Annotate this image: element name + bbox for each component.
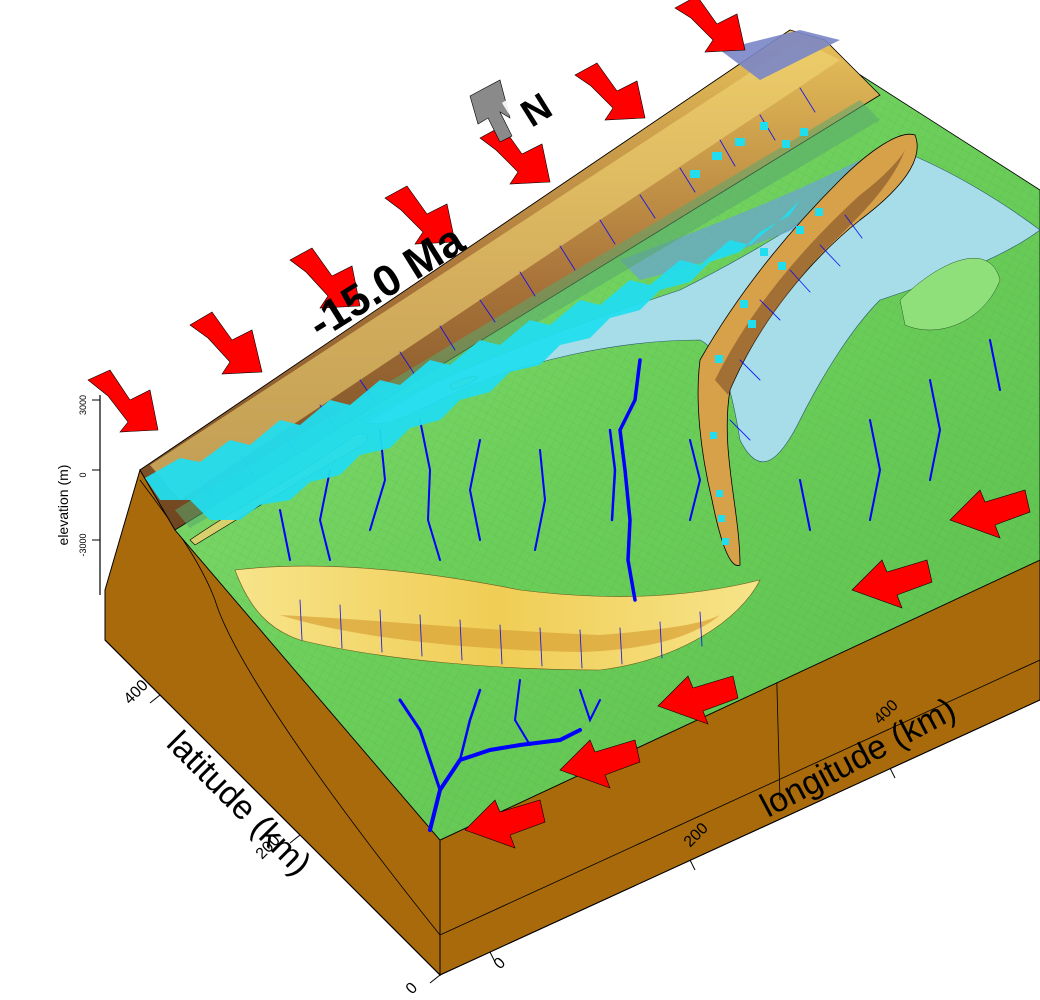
elevation-tick-label: -3000 [78, 533, 88, 556]
vent [710, 432, 717, 439]
block-side-layer-line [439, 659, 1040, 936]
coastal-range-crest [150, 40, 840, 500]
convergence-arrow [851, 559, 933, 609]
longitude-tick [689, 859, 696, 871]
convergence-arrow [657, 675, 739, 725]
convergence-arrow [674, 0, 746, 53]
eastern-green-patch [899, 257, 1001, 331]
north-label-box [501, 71, 575, 137]
longitude-tick-label: 0 [491, 954, 509, 972]
convergence-arrow [479, 125, 551, 185]
volcanic-arc-line [145, 200, 800, 520]
central-river [618, 358, 642, 602]
vent [800, 128, 808, 136]
convergence-arrow [87, 369, 159, 433]
main-river-branch-a [398, 698, 442, 792]
vent [722, 538, 729, 545]
inland-sea [359, 149, 1040, 463]
vent [715, 355, 723, 363]
channel [729, 214, 863, 441]
tributary [513, 679, 531, 746]
vent [718, 515, 725, 522]
vent [735, 138, 745, 146]
vent [690, 170, 700, 178]
latitude-tick [149, 694, 161, 704]
tributary [799, 479, 811, 531]
vent [716, 490, 723, 497]
elevation-axis-label: elevation (m) [55, 465, 71, 546]
tributary [989, 339, 1001, 391]
longitude-tick [889, 767, 896, 779]
tributary [468, 439, 481, 541]
north-arrow-icon [469, 79, 513, 143]
latitude-tick [429, 974, 441, 984]
latitude-tick [289, 834, 301, 844]
tributary [419, 419, 441, 561]
block-sides [104, 468, 1040, 977]
north-indicator: N [469, 71, 575, 143]
convergence-arrow [574, 62, 646, 121]
vent [778, 262, 786, 270]
deep-sea [620, 160, 881, 280]
latitude-tick-label: 0 [403, 979, 421, 997]
elevation-axis: 3000 0 -3000 elevation (m) [55, 395, 101, 595]
convergence-arrow [949, 489, 1031, 539]
latitude-axis-line [104, 639, 441, 976]
vent [760, 248, 768, 256]
volcanic-markers [145, 122, 823, 545]
vent [782, 140, 790, 148]
vent [740, 300, 748, 308]
longitude-axis-line [439, 699, 1040, 976]
vent [815, 208, 823, 216]
convergence-arrow [384, 185, 456, 245]
main-river-branch-b [458, 688, 482, 762]
central-river-branch [608, 428, 617, 522]
tributary [279, 509, 291, 561]
convergence-arrows-north [87, 0, 746, 433]
convergence-arrow [289, 247, 361, 309]
convergence-arrow [189, 311, 263, 375]
elevation-tick-label: 0 [78, 472, 88, 477]
tributary [689, 439, 702, 521]
tributary [534, 449, 547, 551]
diagonal-ridge-core [715, 150, 905, 395]
tributary [869, 419, 882, 521]
tributary [579, 689, 601, 723]
vent [796, 226, 804, 234]
tributaries [279, 339, 1001, 746]
tributary [318, 469, 331, 561]
river-network [199, 87, 1001, 832]
convergence-arrow [559, 739, 641, 789]
vent [712, 152, 722, 160]
longitude-tick [489, 951, 496, 963]
vent [748, 320, 756, 328]
convergence-arrows-south [464, 489, 1031, 849]
channel [299, 599, 703, 669]
vent [760, 122, 768, 130]
convergence-arrow [464, 799, 546, 849]
elevation-tick-label: 3000 [78, 395, 88, 415]
coastal-slope-water [720, 30, 840, 80]
tributary [929, 379, 942, 481]
